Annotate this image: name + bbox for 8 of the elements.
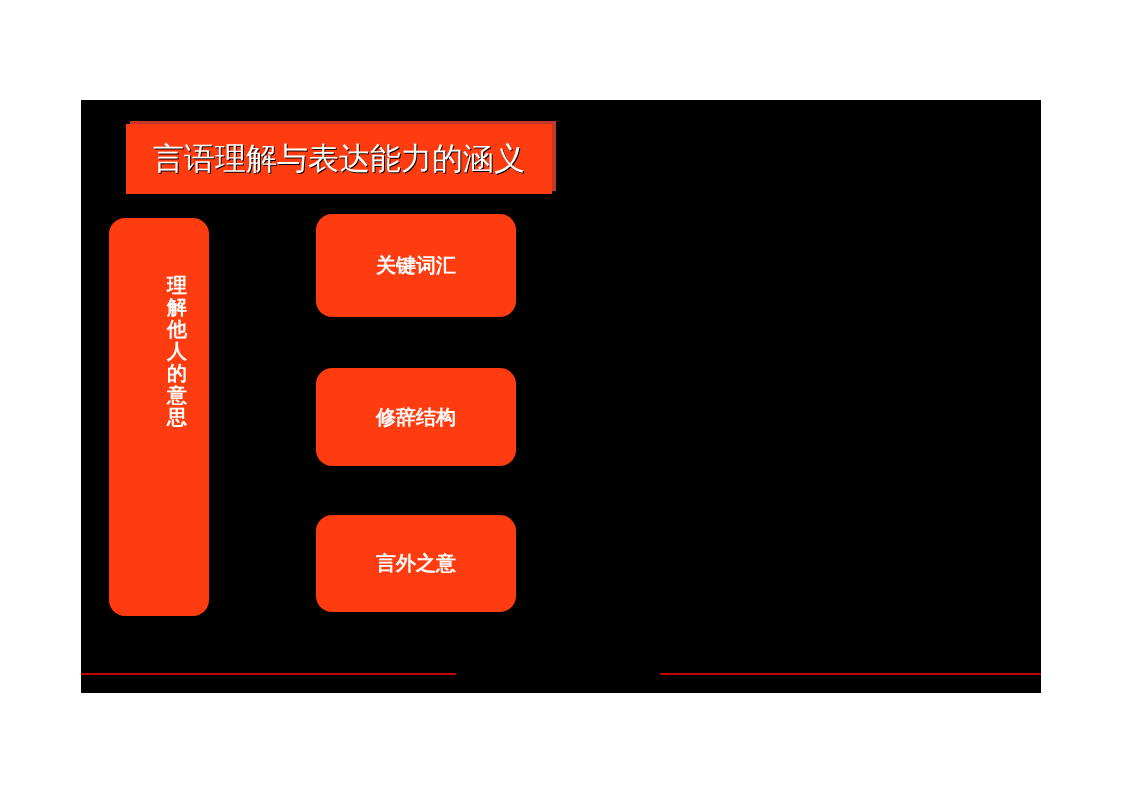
box-text: 理解他人的意思 <box>166 274 188 428</box>
topic-box <box>316 515 516 612</box>
side-bar <box>109 218 209 616</box>
box-text: 关键词汇 <box>376 252 456 279</box>
topic-box <box>316 214 516 317</box>
box-text: 言外之意 <box>376 550 456 577</box>
box-text: 修辞结构 <box>376 403 456 431</box>
topic-box <box>316 368 516 466</box>
